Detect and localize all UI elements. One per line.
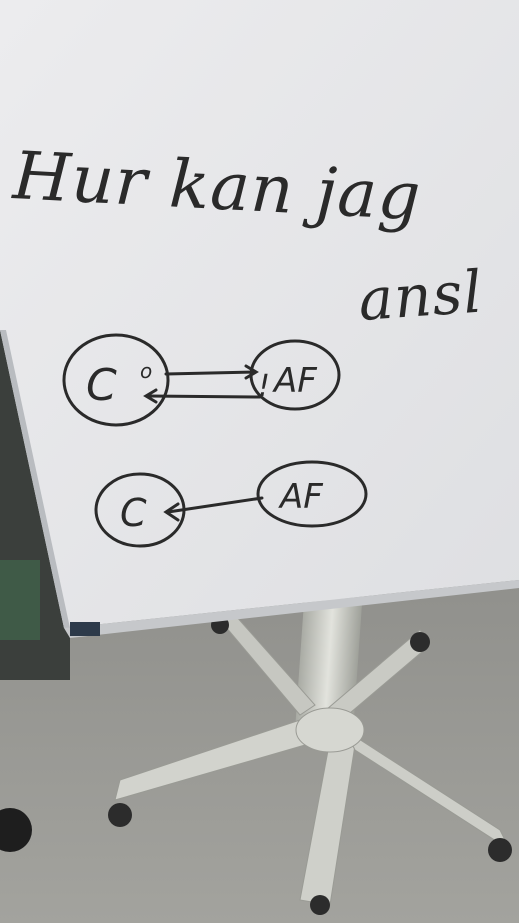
board-stand xyxy=(0,588,512,915)
handwriting-line2: ansl xyxy=(356,257,485,334)
diagram-bottom xyxy=(94,460,368,548)
node-label-af-bottom: AF xyxy=(278,477,323,517)
node-label-c-bottom: C xyxy=(120,491,147,535)
node-label-af-top: AF xyxy=(272,361,317,401)
green-object xyxy=(0,560,40,640)
node-marker-exclaim: ! xyxy=(258,369,270,404)
node-label-c-top: C xyxy=(86,360,117,411)
node-marker-o: o xyxy=(140,359,152,383)
diagram-top xyxy=(62,333,341,427)
whiteboard xyxy=(0,0,519,638)
node-circle-c-top xyxy=(62,333,170,427)
node-circle-af-bottom xyxy=(256,460,368,528)
